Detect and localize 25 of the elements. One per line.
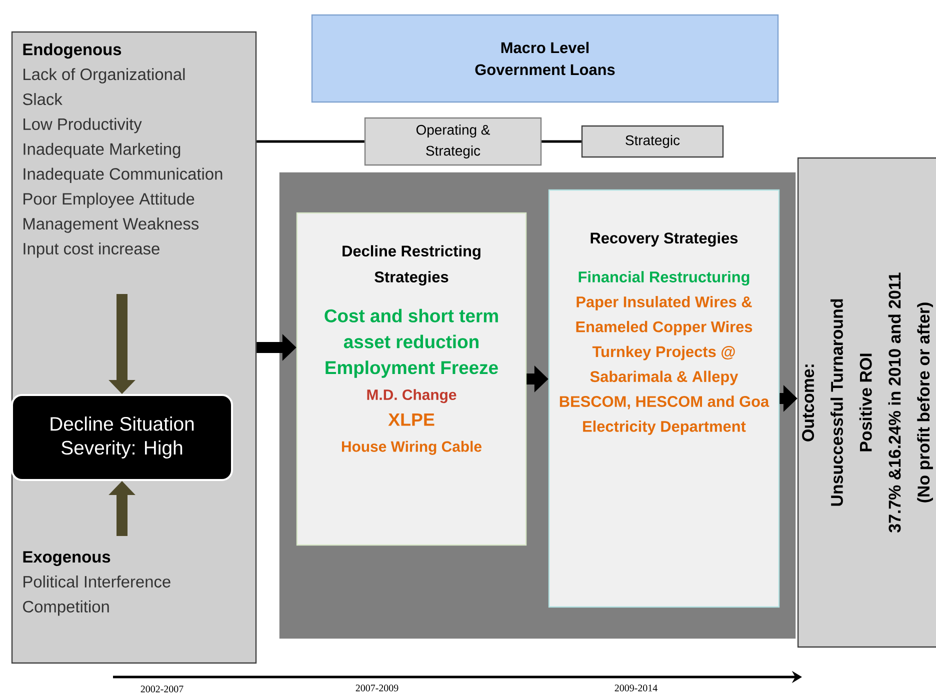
node-label: Decline Restricting Strategies xyxy=(342,245,480,286)
node-label: Recovery Strategies xyxy=(590,232,738,247)
node-label: Turnkey Projects @ Sabarimala & Allepy xyxy=(590,346,738,386)
text-list: Endogenous Lack of Organizational Slack Low Productivity Inadequate Marketing Inadequate Communication Poor Employee Attitude Management Weakness Input cost increase xyxy=(22,43,222,258)
node-label: XLPE xyxy=(388,413,434,426)
strategy-box xyxy=(296,212,527,546)
node-label: BESCOM, HESCOM and Goa Electricity Department xyxy=(560,396,770,435)
severity-box: Decline Situation Severity: High xyxy=(11,394,233,481)
connector-line xyxy=(542,140,582,143)
year-label: 2009-2014 xyxy=(614,684,658,692)
node-label: Cost and short term asset reduction xyxy=(324,308,498,348)
node-label: Financial Restructuring xyxy=(578,271,750,286)
strategy-type-box: Operating & Strategic xyxy=(364,117,542,166)
node-label: Employment Freeze xyxy=(326,360,498,378)
level-box: Macro Level Government Loans xyxy=(311,14,779,103)
year-label: 2002-2007 xyxy=(140,686,184,692)
text-list: Exogenous Political Interference Competition xyxy=(23,551,170,616)
node-label: M.D. Change xyxy=(367,389,456,404)
outcome-box: Outcome: Unsuccessful Turnaround Positive ROI 37.7% &16.24% in 2010 and 2011 (No profit before or after) xyxy=(797,157,936,648)
year-label: 2007-2009 xyxy=(356,684,398,692)
connector-line xyxy=(256,140,364,143)
node-label: Paper Insulated Wires & Enameled Copper Wires xyxy=(576,296,752,336)
strategy-type-box: Strategic xyxy=(581,125,724,158)
strategy-box xyxy=(548,189,780,608)
node-label: House Wiring Cable xyxy=(342,440,482,455)
